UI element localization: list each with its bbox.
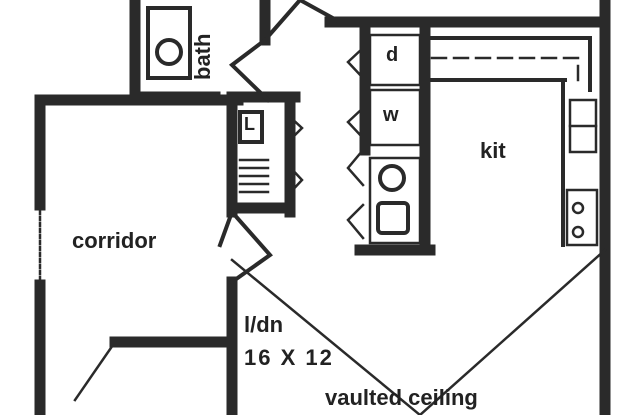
water-heater-icon [378,164,406,192]
range [565,188,599,247]
corridor-door [229,209,273,285]
burner-icon [571,201,585,215]
upper-cabinet-outline [428,36,592,92]
dryer-box [368,33,422,87]
burner-icon [571,225,585,239]
bath-vanity [146,6,192,80]
washer-label: w [383,104,399,126]
bath-door [228,37,271,103]
bifold-door [346,203,365,240]
entry-door [262,0,303,43]
vaulted-ceiling-label: vaulted ceiling [325,385,478,410]
vault-line [230,258,422,415]
linen-box [238,110,264,144]
fixtures [38,0,607,415]
furnace-icon [376,201,410,235]
walls [34,0,611,415]
corridor-diagonal [73,340,117,402]
entry-door-swing [297,0,343,25]
linen-label: L [244,114,255,134]
living-dining-label: l/dn [244,312,284,337]
bifold-door [346,148,365,187]
upper-cabinet-dashed [430,56,580,90]
bifold-door [346,46,365,80]
kitchen-label: kit [480,138,506,163]
closet-door [286,163,304,197]
pantry-box [368,156,422,245]
washer-box [368,88,422,147]
dryer-label: d [386,44,399,66]
bifold-door [346,106,365,140]
corridor-label: corridor [72,228,157,253]
bath-label: bath [190,33,215,80]
living-dining-size: 16 X 12 [244,345,334,370]
closet-door [286,113,304,144]
sink-icon [155,38,183,66]
vault-line [418,248,607,415]
